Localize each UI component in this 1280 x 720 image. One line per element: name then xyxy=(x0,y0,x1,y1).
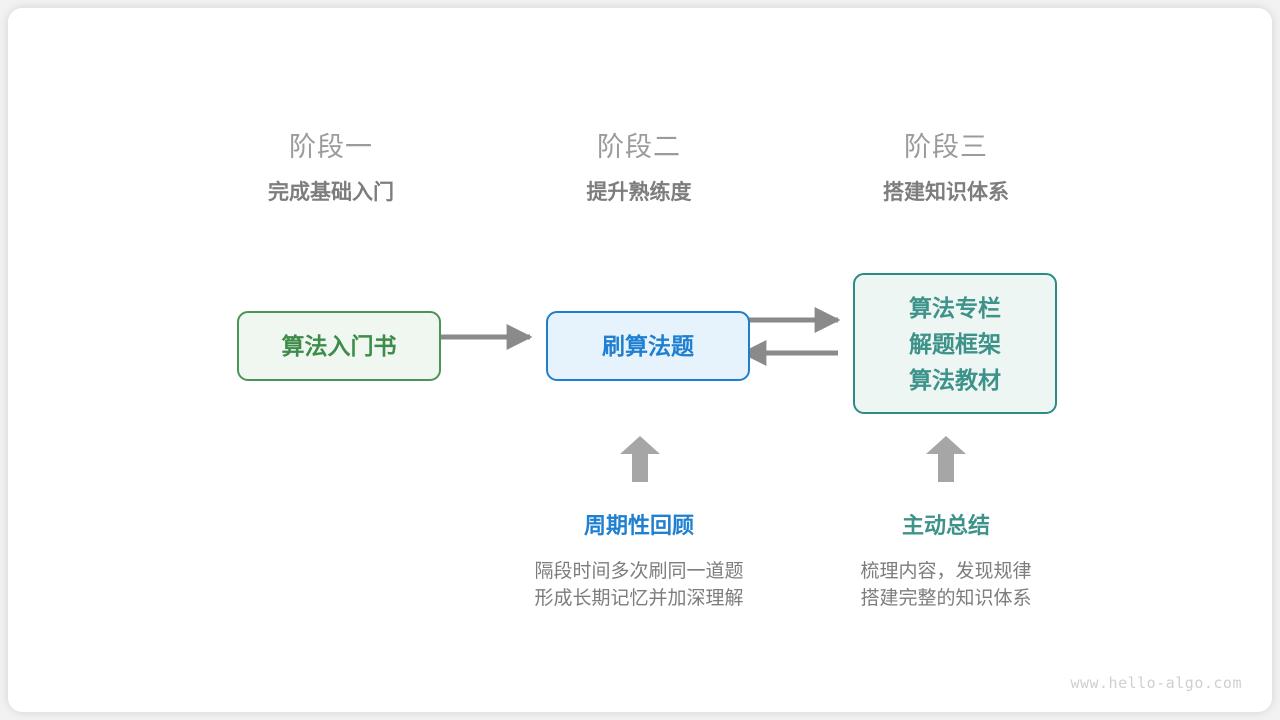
stage-header-3: 阶段三 搭建知识体系 xyxy=(796,130,1096,208)
node-practice-label: 刷算法题 xyxy=(602,333,694,359)
node-book-label: 算法入门书 xyxy=(281,333,397,359)
up-arrow-review xyxy=(620,436,660,482)
annotation-1-line-1: 隔段时间多次刷同一道题 xyxy=(534,561,744,582)
annotation-2-line-2: 搭建完整的知识体系 xyxy=(860,588,1032,609)
diagram-card: 阶段一 完成基础入门 阶段二 提升熟练度 阶段三 搭建知识体系 xyxy=(8,8,1272,712)
stage-2-name: 阶段二 xyxy=(597,132,681,162)
annotation-active-summary: 主动总结 梳理内容，发现规律 搭建完整的知识体系 xyxy=(786,511,1106,612)
node-resources-line-2: 解题框架 xyxy=(909,330,1001,357)
annotation-2-title: 主动总结 xyxy=(901,513,990,538)
stage-header-2: 阶段二 提升熟练度 xyxy=(489,130,789,208)
node-knowledge-resources[interactable]: 算法专栏 解题框架 算法教材 xyxy=(853,273,1057,414)
node-resources-line-1: 算法专栏 xyxy=(909,294,1001,321)
watermark: www.hello-algo.com xyxy=(1070,674,1242,692)
stage-1-name: 阶段一 xyxy=(289,132,373,162)
annotation-1-line-2: 形成长期记忆并加深理解 xyxy=(534,588,744,609)
annotation-1-title: 周期性回顾 xyxy=(583,513,694,538)
annotation-1-description: 隔段时间多次刷同一道题 形成长期记忆并加深理解 xyxy=(479,558,799,612)
node-resources-line-3: 算法教材 xyxy=(909,366,1001,393)
annotation-2-description: 梳理内容，发现规律 搭建完整的知识体系 xyxy=(786,558,1106,612)
stage-1-goal: 完成基础入门 xyxy=(268,181,394,204)
annotation-2-line-1: 梳理内容，发现规律 xyxy=(860,561,1032,582)
stage-3-name: 阶段三 xyxy=(904,132,988,162)
stage-header-1: 阶段一 完成基础入门 xyxy=(181,130,481,208)
node-practice-problems[interactable]: 刷算法题 xyxy=(546,311,750,381)
stage-2-goal: 提升熟练度 xyxy=(586,181,692,204)
node-algorithm-intro-book[interactable]: 算法入门书 xyxy=(237,311,441,381)
annotation-periodic-review: 周期性回顾 隔段时间多次刷同一道题 形成长期记忆并加深理解 xyxy=(479,511,799,612)
stage-3-goal: 搭建知识体系 xyxy=(883,181,1009,204)
up-arrow-summary xyxy=(926,436,966,482)
